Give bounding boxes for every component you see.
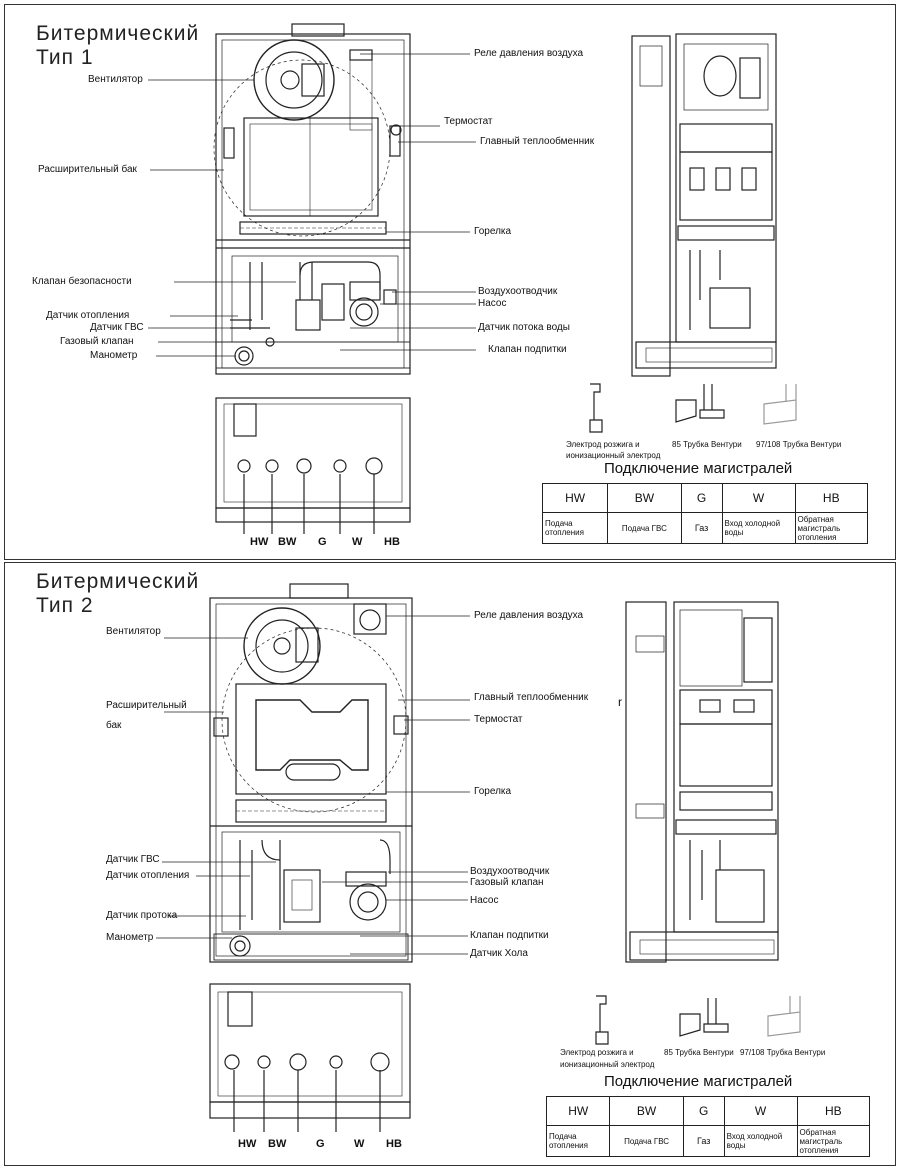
t1-th-w: W (721, 483, 796, 513)
t2-th-hb: HB (796, 1096, 871, 1126)
type2-side-view (625, 601, 779, 963)
t2-label-heating-sensor: Датчик отопления (106, 870, 190, 881)
t2-part-venturi85: 85 Трубка Вентури (664, 1048, 734, 1057)
t1-label-air-pressure-relay: Реле давления воздуха (474, 48, 584, 59)
type1-title-line1: Битермический (36, 22, 200, 45)
t2-pipe-g: G (316, 1138, 325, 1150)
t1-th-hw: HW (541, 483, 609, 513)
t2-pipe-hw: HW (238, 1138, 257, 1150)
t1-th-g: G (680, 483, 723, 513)
t2-label-dhw-sensor: Датчик ГВС (106, 854, 160, 865)
t1-pipe-g: G (318, 536, 327, 548)
t2-connections-title: Подключение магистралей (604, 1073, 793, 1090)
t2-th-bw: BW (609, 1096, 684, 1126)
t1-part-venturi85: 85 Трубка Вентури (672, 440, 742, 449)
t1-label-thermostat: Термостат (444, 116, 493, 127)
panel-type-1 (4, 4, 896, 560)
type1-title-line2: Тип 1 (36, 46, 94, 69)
t2-label-stray-r: r (618, 695, 622, 709)
type1-bottom-view (215, 397, 411, 534)
t1-label-expansion-tank: Расширительный бак (38, 164, 137, 175)
t1-label-makeup-valve: Клапан подпитки (488, 344, 567, 355)
t1-label-heating-sensor: Датчик отопления (46, 310, 130, 321)
t2-part-electrode-1: Электрод розжига и (560, 1048, 634, 1057)
t2-label-fan: Вентилятор (106, 626, 161, 637)
t1-label-air-vent: Воздухоотводчик (478, 286, 558, 297)
t1-label-main-heat-exchanger: Главный теплообменник (480, 136, 595, 147)
type1-parts (589, 383, 797, 433)
t1-part-venturi97: 97/108 Трубка Вентури (756, 440, 842, 449)
t2-th-w: W (723, 1096, 798, 1126)
t2-label-gas-valve: Газовый клапан (470, 877, 544, 888)
t2-label-flow-sensor: Датчик протока (106, 910, 178, 921)
t1-pipe-hw: HW (250, 536, 269, 548)
t1-label-water-flow-sensor: Датчик потока воды (478, 322, 570, 333)
t2-label-air-vent: Воздухоотводчик (470, 866, 550, 877)
t1-label-dhw-sensor: Датчик ГВС (90, 322, 144, 333)
t2-label-pump: Насос (470, 895, 499, 906)
t2-label-hall-sensor: Датчик Хола (470, 948, 528, 959)
type2-title-line2: Тип 2 (36, 594, 94, 617)
t2-label-burner: Горелка (474, 786, 512, 797)
t1-th-bw: BW (607, 483, 682, 513)
t2-th-hw: HW (545, 1096, 611, 1126)
t2-label-expansion-tank-1: Расширительный (106, 700, 187, 711)
panel-type-2 (4, 562, 896, 1166)
type1-front-view (213, 23, 411, 375)
t2-label-makeup-valve: Клапан подпитки (470, 930, 549, 941)
t2-cell-bw: Подача ГВС (609, 1125, 684, 1157)
t2-label-air-pressure-relay: Реле давления воздуха (474, 610, 584, 621)
type2-title-line1: Битермический (36, 570, 200, 593)
type2-parts (595, 995, 801, 1045)
t1-connections-title: Подключение магистралей (604, 460, 793, 477)
t2-label-manometer: Манометр (106, 932, 154, 943)
type2-bottom-view (209, 983, 411, 1132)
t2-label-main-heat-exchanger: Главный теплообменник (474, 692, 589, 703)
t1-label-pump: Насос (478, 298, 507, 309)
t2-th-g: G (682, 1096, 725, 1126)
t1-label-manometer: Манометр (90, 350, 138, 361)
type2-front-view (209, 583, 413, 963)
t1-cell-bw: Подача ГВС (607, 512, 682, 544)
t1-pipe-hb: HB (384, 536, 400, 548)
t2-pipe-hb: HB (386, 1138, 402, 1150)
t1-label-gas-valve: Газовый клапан (60, 336, 134, 347)
t1-label-safety-valve: Клапан безопасности (32, 276, 132, 287)
t1-pipe-w: W (352, 536, 363, 548)
type1-side-view (631, 33, 777, 377)
t1-pipe-bw: BW (278, 536, 297, 548)
t2-cell-g: Газ (682, 1125, 725, 1157)
t1-label-burner: Горелка (474, 226, 512, 237)
t2-pipe-bw: BW (268, 1138, 287, 1150)
t2-pipe-w: W (354, 1138, 365, 1150)
t2-label-expansion-tank-2: бак (106, 720, 122, 731)
t2-part-venturi97: 97/108 Трубка Вентури (740, 1048, 826, 1057)
t1-part-electrode-2: ионизационный электрод (566, 451, 661, 460)
t1-part-electrode-1: Электрод розжига и (566, 440, 640, 449)
t2-label-thermostat: Термостат (474, 714, 523, 725)
t1-label-fan: Вентилятор (88, 74, 143, 85)
t2-part-electrode-2: ионизационный электрод (560, 1060, 655, 1069)
